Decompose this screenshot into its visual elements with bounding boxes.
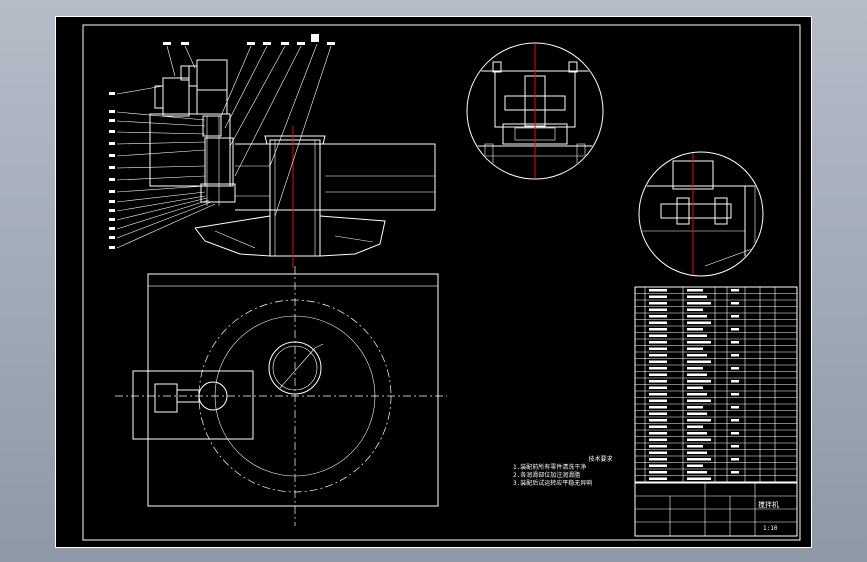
notes-title: 技术要求 [588, 456, 613, 463]
technical-notes: 技术要求 1.装配前所有零件清洗干净 2.各润滑部位加注润滑脂 3.装配后试运转… [513, 456, 688, 488]
cell-mark [731, 458, 739, 461]
cell-mark [687, 432, 707, 435]
outer-border [55, 16, 812, 548]
inner-frame [82, 24, 801, 541]
cell-mark [649, 341, 667, 344]
cell-mark [687, 321, 711, 324]
cell-mark [687, 295, 707, 298]
cell-mark [649, 464, 667, 467]
cell-mark [687, 302, 711, 305]
cell-mark [649, 367, 667, 370]
cell-mark [731, 367, 739, 370]
cell-mark [649, 451, 667, 454]
cell-mark [731, 445, 739, 448]
cell-mark [687, 445, 703, 448]
cell-mark [649, 477, 667, 480]
cell-mark [731, 289, 739, 292]
cell-mark [649, 386, 667, 389]
cell-mark [649, 438, 667, 441]
cell-mark [687, 386, 703, 389]
detail-view-lower [638, 151, 764, 277]
cell-mark [649, 425, 667, 428]
cell-mark [687, 328, 703, 331]
cad-drawing [55, 16, 812, 548]
cell-mark [687, 315, 707, 318]
cell-mark [687, 341, 711, 344]
cell-mark [687, 334, 707, 337]
cell-mark [649, 302, 667, 305]
cell-mark [649, 295, 667, 298]
detail-view-upper [466, 42, 604, 180]
cell-mark [649, 347, 667, 350]
cell-mark [687, 373, 707, 376]
cell-mark [731, 471, 739, 474]
cell-mark [687, 347, 703, 350]
cell-mark [649, 399, 667, 402]
cell-mark [687, 399, 711, 402]
cell-mark [731, 380, 739, 383]
cell-mark [649, 419, 667, 422]
title-name: 搅拌机 [758, 501, 779, 509]
cell-mark [687, 425, 703, 428]
cell-mark [731, 432, 739, 435]
cell-mark [687, 458, 711, 461]
cell-mark [649, 328, 667, 331]
cell-mark [687, 406, 703, 409]
cell-mark [731, 328, 739, 331]
cell-mark [687, 471, 707, 474]
cell-mark [649, 360, 667, 363]
cell-mark [687, 464, 703, 467]
cell-mark [687, 419, 711, 422]
cell-mark [687, 477, 711, 480]
notes-line: 3.装配后试运转应平稳无异响 [513, 480, 593, 487]
cell-mark [649, 373, 667, 376]
cell-mark [649, 354, 667, 357]
cell-mark [649, 380, 667, 383]
parts-list-table [634, 286, 798, 483]
title-block [634, 482, 798, 537]
cell-mark [687, 354, 707, 357]
cell-mark [687, 412, 707, 415]
cell-mark [649, 432, 667, 435]
cell-mark [649, 393, 667, 396]
cell-mark [731, 341, 739, 344]
cell-mark [687, 438, 711, 441]
cell-mark [687, 451, 707, 454]
cell-mark [731, 354, 739, 357]
cell-mark [731, 302, 739, 305]
cell-mark [731, 406, 739, 409]
cell-mark [687, 393, 707, 396]
front-section-view [109, 34, 436, 268]
cell-mark [687, 289, 703, 292]
notes-line: 2.各润滑部位加注润滑脂 [513, 472, 581, 479]
cell-mark [649, 315, 667, 318]
drawing-canvas[interactable]: 技术要求 1.装配前所有零件清洗干净 2.各润滑部位加注润滑脂 3.装配后试运转… [55, 16, 812, 548]
cell-mark [649, 458, 667, 461]
cell-mark [649, 289, 667, 292]
cell-mark [649, 412, 667, 415]
cell-mark [731, 315, 739, 318]
scale-value: 1:10 [763, 525, 778, 532]
cell-mark [687, 360, 711, 363]
cell-mark [649, 406, 667, 409]
cell-mark [731, 419, 739, 422]
cell-mark [687, 308, 703, 311]
cell-mark [687, 380, 711, 383]
cell-mark [649, 334, 667, 337]
cell-mark [687, 367, 703, 370]
notes-line: 1.装配前所有零件清洗干净 [513, 464, 587, 471]
cell-mark [649, 321, 667, 324]
cell-mark [731, 393, 739, 396]
cell-mark [649, 445, 667, 448]
cell-mark [649, 471, 667, 474]
plan-view [115, 266, 447, 526]
cell-mark [649, 308, 667, 311]
